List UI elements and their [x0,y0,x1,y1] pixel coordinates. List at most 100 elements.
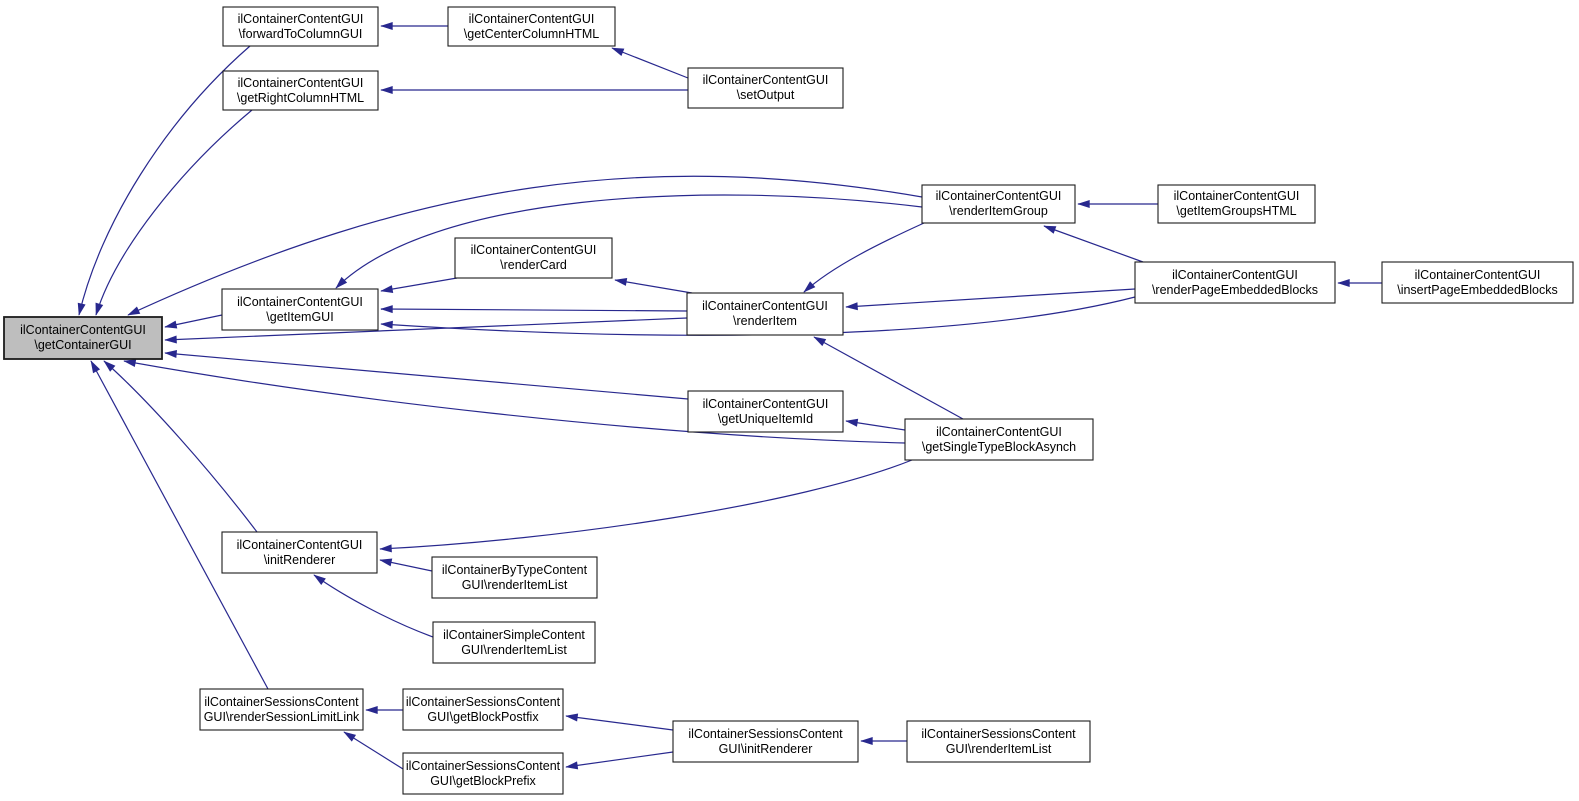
node-box [199,688,364,731]
node-insertPageEmbeddedBlocks[interactable]: ilContainerContentGUI\insertPageEmbedded… [1381,261,1574,304]
edge-getSingleTypeBlockAsynch-to-renderItem [813,336,964,420]
node-label-line1: ilContainerByTypeContent [442,563,588,577]
node-label-line2: \initRenderer [264,553,336,567]
node-label-line2: \getUniqueItemId [718,412,813,426]
edge-renderPageEmbeddedBlocks-to-renderItemGroup [1043,225,1144,263]
edge-renderItemGroup-to-getContainerGUI [127,175,923,316]
node-label-line2: \getRightColumnHTML [237,91,364,105]
node-box [1157,184,1316,224]
node-renderItemGroup[interactable]: ilContainerContentGUI\renderItemGroup [921,184,1076,224]
node-box [432,621,596,664]
node-box [402,752,564,795]
node-initRenderer[interactable]: ilContainerContentGUI\initRenderer [221,531,378,574]
node-getCenterColumnHTML[interactable]: ilContainerContentGUI\getCenterColumnHTM… [447,6,616,47]
edge-renderItemGroup-to-renderItem [803,222,925,293]
node-renderItem[interactable]: ilContainerContentGUI\renderItem [686,292,844,336]
node-label-line2: \insertPageEmbeddedBlocks [1397,283,1558,297]
edge-getUniqueItemId-to-getContainerGUI [164,350,689,400]
edge-setOutput-to-getCenterColumnHTML [611,47,689,79]
node-getContainerGUI[interactable]: ilContainerContentGUI\getContainerGUI [3,316,163,360]
edge-simpleRenderItemList-to-initRenderer [313,574,434,638]
node-label-line1: ilContainerContentGUI [469,12,595,26]
node-label-line1: ilContainerContentGUI [238,12,364,26]
node-getItemGroupsHTML[interactable]: ilContainerContentGUI\getItemGroupsHTML [1157,184,1316,224]
node-box [672,720,859,763]
node-box [431,556,598,599]
edge-renderSessionLimitLink-to-getContainerGUI [90,360,269,690]
node-label-line1: ilContainerContentGUI [936,425,1062,439]
node-label-line2: \getItemGroupsHTML [1176,204,1296,218]
node-label-line2: \getItemGUI [266,310,333,324]
node-label-line1: ilContainerContentGUI [238,76,364,90]
node-forwardToColumnGUI[interactable]: ilContainerContentGUI\forwardToColumnGUI [222,6,379,47]
node-box [906,720,1091,763]
node-label-line1: ilContainerSessionsContent [921,727,1076,741]
edge-getItemGUI-to-getContainerGUI [164,314,223,329]
node-label-line2: GUI\renderItemList [461,643,567,657]
node-label-line1: ilContainerSessionsContent [406,695,561,709]
node-box [221,531,378,574]
node-label-line1: ilContainerContentGUI [471,243,597,257]
node-simpleRenderItemList[interactable]: ilContainerSimpleContentGUI\renderItemLi… [432,621,596,664]
node-box [222,70,379,111]
node-label-line1: ilContainerContentGUI [703,397,829,411]
node-label-line1: ilContainerSessionsContent [406,759,561,773]
node-label-line2: \renderPageEmbeddedBlocks [1152,283,1318,297]
node-getBlockPostfix[interactable]: ilContainerSessionsContentGUI\getBlockPo… [402,688,564,731]
node-box [1381,261,1574,304]
edge-getSingleTypeBlockAsynch-to-getUniqueItemId [845,418,906,431]
node-getRightColumnHTML[interactable]: ilContainerContentGUI\getRightColumnHTML [222,70,379,111]
node-setOutput[interactable]: ilContainerContentGUI\setOutput [687,67,844,109]
node-label-line1: ilContainerContentGUI [936,189,1062,203]
node-renderSessionLimitLink[interactable]: ilContainerSessionsContentGUI\renderSess… [199,688,364,731]
node-label-line2: GUI\renderItemList [462,578,568,592]
node-label-line2: GUI\renderSessionLimitLink [204,710,360,724]
node-getBlockPrefix[interactable]: ilContainerSessionsContentGUI\getBlockPr… [402,752,564,795]
node-label-line1: ilContainerContentGUI [20,323,146,337]
node-label-line1: ilContainerSessionsContent [204,695,359,709]
node-box [687,67,844,109]
node-label-line2: GUI\renderItemList [946,742,1052,756]
edge-initRenderer-to-getContainerGUI [103,360,258,533]
node-label-line1: ilContainerContentGUI [237,538,363,552]
node-byTypeRenderItemList[interactable]: ilContainerByTypeContentGUI\renderItemLi… [431,556,598,599]
node-box [454,237,613,279]
node-label-line1: ilContainerContentGUI [1172,268,1298,282]
node-box [1134,261,1336,304]
node-box [904,418,1094,461]
node-sessionsRenderItemList[interactable]: ilContainerSessionsContentGUI\renderItem… [906,720,1091,763]
edge-renderCard-to-getItemGUI [380,277,458,293]
edge-getSingleTypeBlockAsynch-to-initRenderer [379,459,913,553]
edge-forwardToColumnGUI-to-getContainerGUI [77,45,251,316]
node-label-line2: \renderItem [733,314,797,328]
node-getItemGUI[interactable]: ilContainerContentGUI\getItemGUI [221,288,379,331]
edges-layer [77,22,1382,770]
node-label-line2: GUI\getBlockPostfix [427,710,539,724]
node-label-line1: ilContainerContentGUI [237,295,363,309]
edge-getBlockPrefix-to-renderSessionLimitLink [343,731,404,770]
edge-renderItemGroup-to-getItemGUI [335,194,923,289]
node-box [687,390,844,433]
node-label-line1: ilContainerSessionsContent [688,727,843,741]
node-label-line1: ilContainerContentGUI [1415,268,1541,282]
node-sessionsInitRenderer[interactable]: ilContainerSessionsContentGUI\initRender… [672,720,859,763]
node-label-line2: GUI\initRenderer [719,742,813,756]
edge-renderItem-to-renderCard [614,278,693,294]
node-getSingleTypeBlockAsynch[interactable]: ilContainerContentGUI\getSingleTypeBlock… [904,418,1094,461]
edge-sessionsInitRenderer-to-getBlockPostfix [565,713,674,731]
node-box [3,316,163,360]
node-getUniqueItemId[interactable]: ilContainerContentGUI\getUniqueItemId [687,390,844,433]
edge-getRightColumnHTML-to-getContainerGUI [95,109,253,316]
node-label-line1: ilContainerContentGUI [703,73,829,87]
node-renderPageEmbeddedBlocks[interactable]: ilContainerContentGUI\renderPageEmbedded… [1134,261,1336,304]
node-label-line2: \renderCard [500,258,567,272]
node-label-line2: \getSingleTypeBlockAsynch [922,440,1076,454]
edge-renderItem-to-getContainerGUI [164,317,688,344]
node-box [402,688,564,731]
node-box [221,288,379,331]
node-box [447,6,616,47]
node-box [686,292,844,336]
node-renderCard[interactable]: ilContainerContentGUI\renderCard [454,237,613,279]
